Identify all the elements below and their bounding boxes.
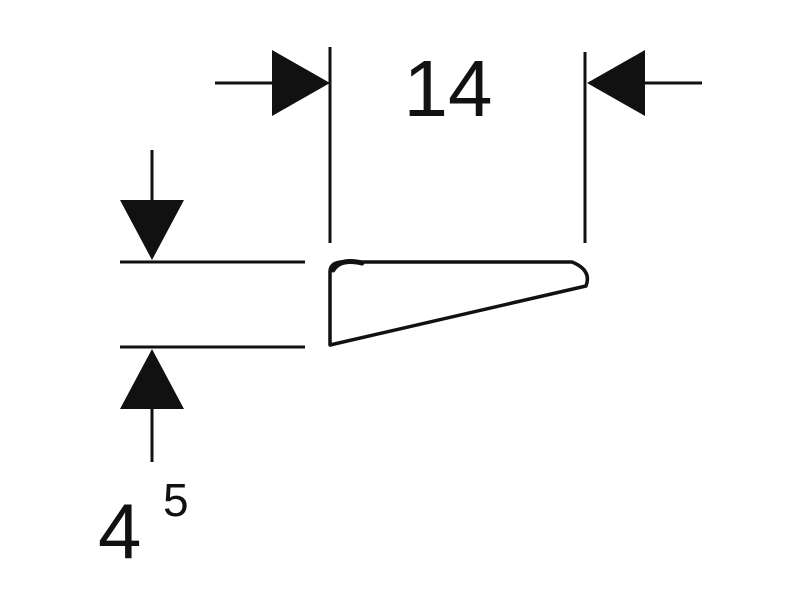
width-arrow-right-head xyxy=(587,50,645,116)
profile-lip xyxy=(330,259,365,273)
profile-cross-section xyxy=(328,259,590,347)
height-dimension-superscript: 5 xyxy=(163,474,189,526)
height-arrow-bottom-head xyxy=(120,349,184,409)
height-dimension-label: 4 xyxy=(98,487,141,575)
height-arrow-top-head xyxy=(120,200,184,260)
width-dimension-label: 14 xyxy=(404,44,493,133)
width-arrow-left-head xyxy=(272,50,330,116)
